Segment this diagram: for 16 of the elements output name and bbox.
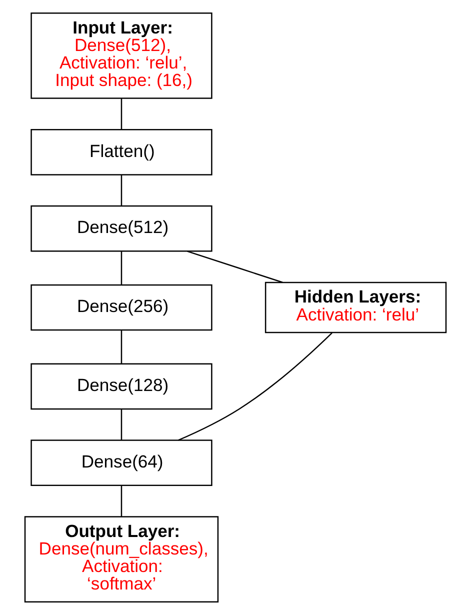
connector xyxy=(120,252,122,285)
connector xyxy=(120,409,122,440)
node-box: Output Layer: Dense(num_classes), Activation: ‘softmax’ xyxy=(24,516,219,603)
node-box: Input Layer: Dense(512), Activation: ‘relu’, Input shape: (16,) xyxy=(30,12,212,99)
node-box: Dense(256) xyxy=(30,284,212,331)
node-box: Flatten() xyxy=(30,128,212,176)
node-box: Dense(64) xyxy=(30,440,212,486)
connector xyxy=(120,98,122,130)
connector xyxy=(120,330,122,364)
connector xyxy=(178,332,332,441)
node-box: Dense(512) xyxy=(30,205,212,252)
node-box: Hidden Layers: Activation: ‘relu’ xyxy=(264,282,447,334)
connector xyxy=(120,174,122,206)
connector xyxy=(120,485,122,516)
connector xyxy=(187,250,283,283)
node-box: Dense(128) xyxy=(30,363,212,410)
